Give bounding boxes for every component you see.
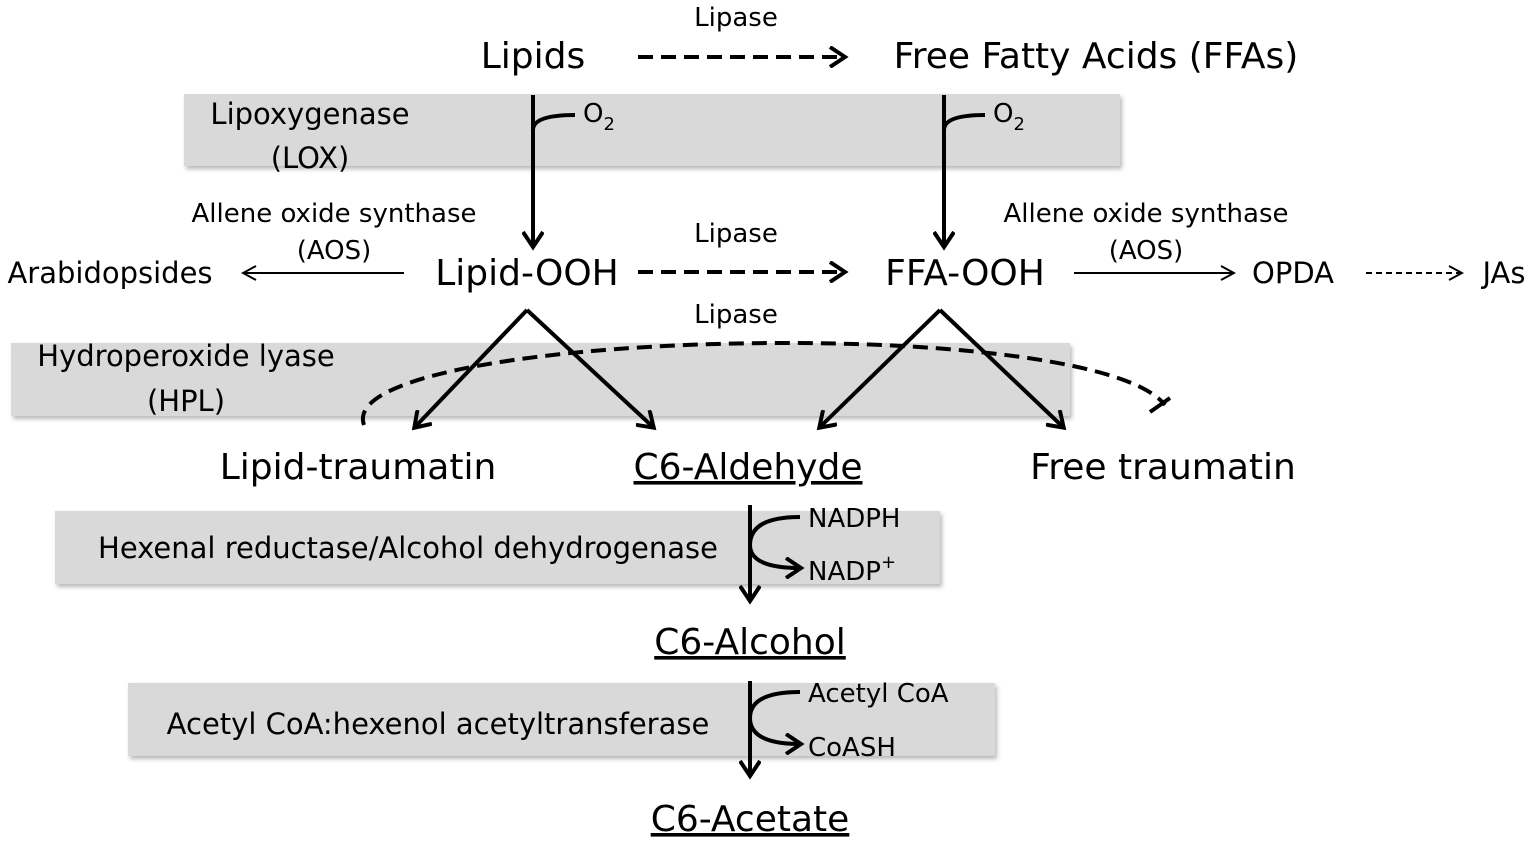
o2-label-left: O2 [583,99,615,135]
acetyl-coa-hook [747,690,800,744]
lipase-low-arc-bar [1148,396,1172,414]
o2-hook-right [942,113,986,131]
lipase-low-label: Lipase [694,300,778,330]
hpl-arrow-ffa-to-aldehyde [820,308,942,427]
nadph-hook [747,515,800,568]
lox-box [184,94,1120,166]
hadh-label: Hexenal reductase/Alcohol dehydrogenase [98,531,718,565]
hpl-arrow-lipid-to-traumatin [415,308,529,427]
c6-alcohol-label: C6-Alcohol [654,622,846,663]
lipid-traumatin-label: Lipid-traumatin [220,447,497,488]
chat-label: Acetyl CoA:hexenol acetyltransferase [167,707,710,741]
nadp-label: NADP+ [808,552,896,587]
aos-left-line1: Allene oxide synthase [191,199,476,229]
lox-label-line1: Lipoxygenase [210,97,409,131]
aos-right-line1: Allene oxide synthase [1003,199,1288,229]
lipase-mid-label: Lipase [694,219,778,249]
free-traumatin-label: Free traumatin [1030,447,1296,488]
lipid-ooh-label: Lipid-OOH [435,253,619,294]
hpl-arrow-ffa-to-traumatin [938,308,1063,427]
aos-right-line2: (AOS) [1109,236,1184,266]
chat-box [128,683,995,756]
lipase-top-label: Lipase [694,3,778,33]
lipase-low-dashed-arc [361,340,1167,426]
jas-label: JAs [1481,256,1526,290]
ffa-ooh-label: FFA-OOH [885,253,1045,294]
o2-label-right: O2 [993,99,1025,135]
nadph-label: NADPH [808,504,901,534]
ffas-label: Free Fatty Acids (FFAs) [894,36,1299,77]
hpl-label-line2: (HPL) [147,384,225,418]
lox-label-line2: (LOX) [271,141,350,175]
opda-label: OPDA [1252,256,1334,290]
c6-aldehyde-label: C6-Aldehyde [634,447,863,488]
o2-hook-left [531,113,576,131]
arabidopsides-label: Arabidopsides [7,256,212,290]
hpl-arrow-lipid-to-aldehyde [525,308,653,427]
lipids-label: Lipids [481,36,586,77]
c6-acetate-label: C6-Acetate [651,799,850,840]
acetyl-coa-label: Acetyl CoA [808,679,949,709]
coash-label: CoASH [808,733,896,763]
hpl-label-line1: Hydroperoxide lyase [37,339,334,373]
aos-left-line2: (AOS) [297,236,372,266]
